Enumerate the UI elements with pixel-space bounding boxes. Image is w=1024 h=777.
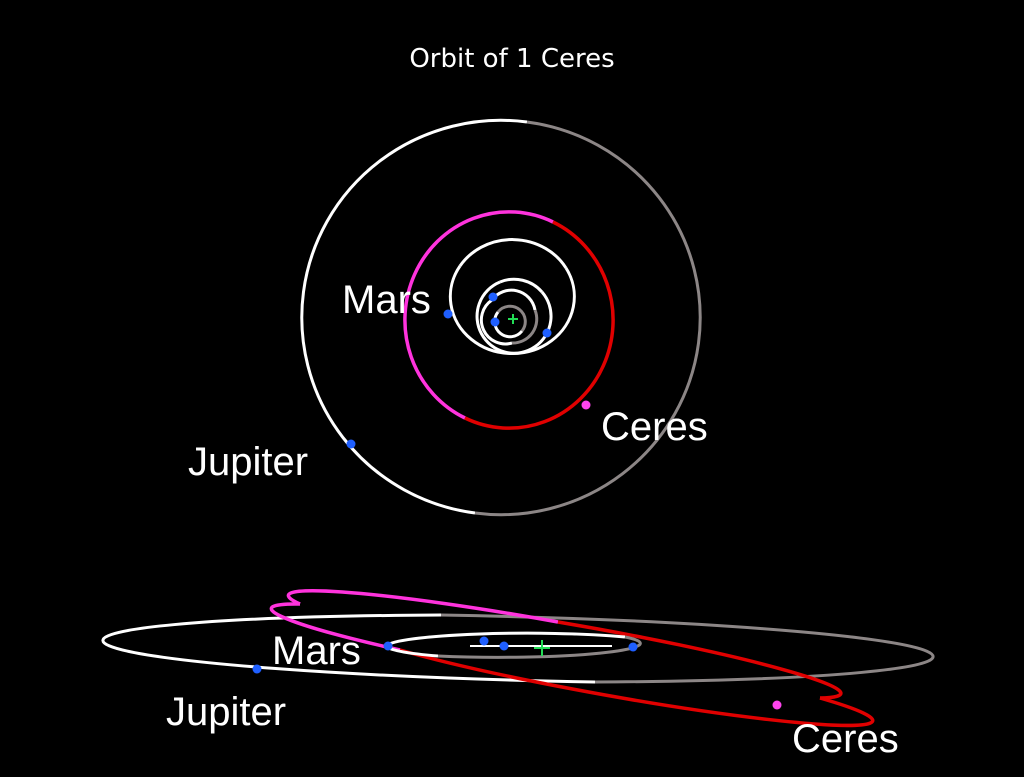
diagram-title: Orbit of 1 Ceres (409, 44, 614, 74)
ceres-orbit-side (269, 589, 875, 728)
earth-marker-top (488, 292, 498, 302)
sun-marker-top (508, 314, 518, 324)
jupiter-label-side: Jupiter (166, 690, 286, 734)
mars-label-side: Mars (272, 629, 361, 673)
earth-marker-side (479, 636, 489, 646)
ceres-marker-top (581, 400, 591, 410)
jupiter-marker-side (252, 664, 262, 674)
earth-orbit-top (475, 277, 553, 355)
mars-marker-top (443, 309, 453, 319)
side-view: Mars Jupiter Ceres (101, 589, 935, 761)
mercury-orbit-top (493, 304, 527, 339)
ceres-marker-side (772, 700, 782, 710)
jupiter-orbit-side (101, 613, 935, 684)
mars-marker-side (383, 641, 393, 651)
top-view: Mars Jupiter Ceres (188, 118, 708, 517)
mercury-marker-side (628, 642, 638, 652)
ceres-label-top: Ceres (601, 405, 708, 449)
sun-marker-side (534, 640, 550, 656)
ceres-orbit-top (403, 210, 615, 430)
jupiter-label-top: Jupiter (188, 440, 308, 484)
venus-marker-top (490, 317, 500, 327)
ceres-label-side: Ceres (792, 717, 899, 761)
mercury-marker-top (542, 328, 552, 338)
mars-label-top: Mars (342, 278, 431, 322)
jupiter-orbit-top (300, 118, 702, 517)
jupiter-marker-top (346, 439, 356, 449)
venus-marker-side (499, 641, 509, 651)
